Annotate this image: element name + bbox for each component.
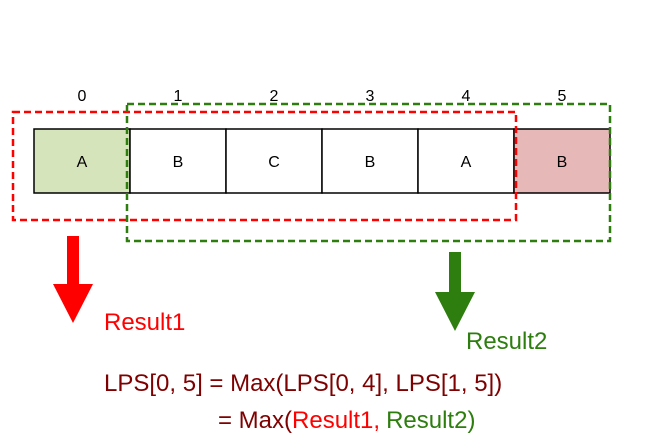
string-cells: A B C B A B [33,128,611,194]
index-2: 2 [270,88,279,105]
result1-arrow [53,236,93,323]
cell-label-2: C [268,154,280,171]
cell-2 [225,128,323,194]
index-0: 0 [78,88,87,105]
range-box-result1 [11,110,518,222]
result2-arrow [435,252,475,331]
result2-label: Result2 [466,328,547,355]
cell-label-5: B [557,154,568,171]
cell-label-0: A [77,154,88,171]
formula-line2-result2: Result2) [386,407,475,434]
cell-1 [129,128,227,194]
index-labels: 0 1 2 3 4 5 [78,88,567,105]
cell-label-3: B [365,154,376,171]
cell-0 [33,128,131,194]
result1-label: Result1 [104,309,185,336]
cell-5 [513,128,611,194]
index-1: 1 [174,88,183,105]
index-3: 3 [366,88,375,105]
formula-line2-prefix: = Max( [218,407,292,434]
formula-line2: = Max(Result1,Result2) [218,407,475,434]
range-box-result2 [125,102,612,243]
cell-label-1: B [173,154,184,171]
formula-line1: LPS[0, 5] = Max(LPS[0, 4], LPS[1, 5]) [104,370,502,397]
cell-label-4: A [461,154,472,171]
formula-line2-result1: Result1, [292,407,380,434]
cell-4 [417,128,515,194]
index-4: 4 [462,88,471,105]
index-5: 5 [558,88,567,105]
